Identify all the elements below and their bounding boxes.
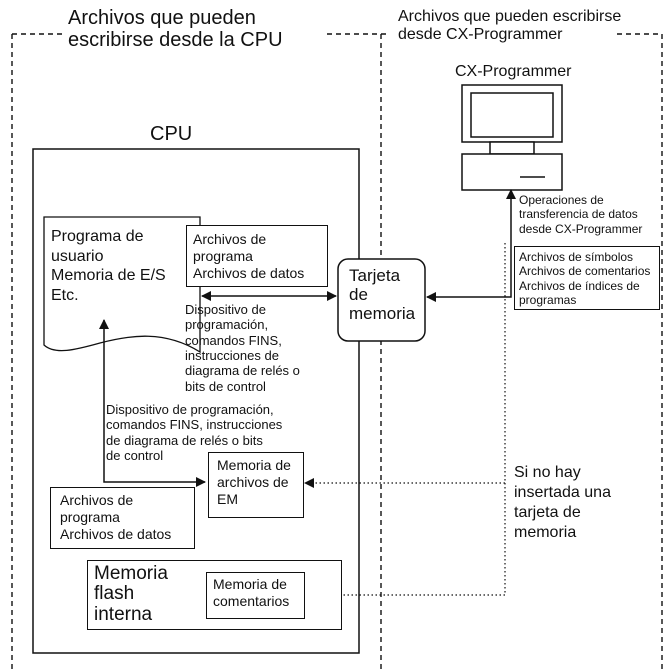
user-program-text: Programa de usuario Memoria de E/S Etc. [51, 228, 166, 304]
comment-memory-text: Memoria de comentarios [213, 576, 290, 609]
comment-memory-box: Memoria de comentarios [206, 572, 305, 619]
em-file-memory-text: Memoria de archivos de EM [217, 457, 291, 508]
dotted-to-comments [304, 483, 506, 600]
memory-card-box [337, 258, 426, 342]
memory-card-text: Tarjeta de memoria [349, 266, 416, 324]
em-file-memory-box: Memoria de archivos de EM [208, 452, 304, 518]
arrow-doc-em [99, 319, 206, 487]
transfer-label: Operaciones de transferencia de datos de… [519, 193, 643, 236]
region-boundaries [11, 33, 663, 672]
program-files-box: Archivos de programa Archivos de datos [186, 225, 328, 287]
no-card-note: Si no hay insertada una tarjeta de memor… [514, 464, 611, 541]
cpu-label: CPU [150, 123, 193, 145]
computer-icon [461, 84, 563, 191]
program-files-text: Archivos de programa Archivos de datos [193, 231, 305, 281]
cpu-box [32, 148, 360, 654]
computer-label: CX-Programmer [455, 63, 572, 80]
cpu-side-header: Archivos que pueden escribirse desde la … [68, 7, 283, 52]
device-note-right: Dispositivo de programación, comandos FI… [185, 302, 300, 394]
programmer-side-header: Archivos que pueden escribirse desde CX-… [398, 8, 622, 43]
em-files-text: Archivos de programa Archivos de datos [60, 492, 172, 542]
symbol-files-text: Archivos de símbolos Archivos de comenta… [519, 250, 651, 308]
device-note-left: Dispositivo de programación, comandos FI… [106, 402, 283, 463]
flash-memory-text: Memoria flash interna [94, 563, 168, 625]
em-files-box: Archivos de programa Archivos de datos [50, 487, 195, 549]
symbol-files-box: Archivos de símbolos Archivos de comenta… [514, 246, 660, 310]
arrow-pc-to-card [426, 189, 516, 302]
